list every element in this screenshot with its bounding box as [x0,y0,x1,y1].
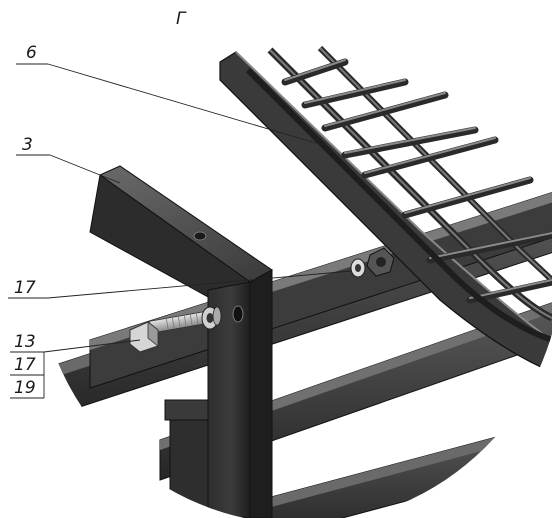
callout-13-bolt: 13 [14,332,36,352]
mesh-panel [219,45,552,373]
leader-lines [8,63,352,399]
callout-17-washer: 17 [14,278,36,298]
bolt-assembly [129,306,222,353]
callout-17-bolt: 17 [14,355,36,375]
view-label: Г [176,9,187,29]
callout-3: 3 [22,135,33,155]
loose-washer [350,258,366,278]
callout-6: 6 [26,43,37,63]
detail-view [39,45,552,518]
callout-19-bolt: 19 [14,378,36,398]
